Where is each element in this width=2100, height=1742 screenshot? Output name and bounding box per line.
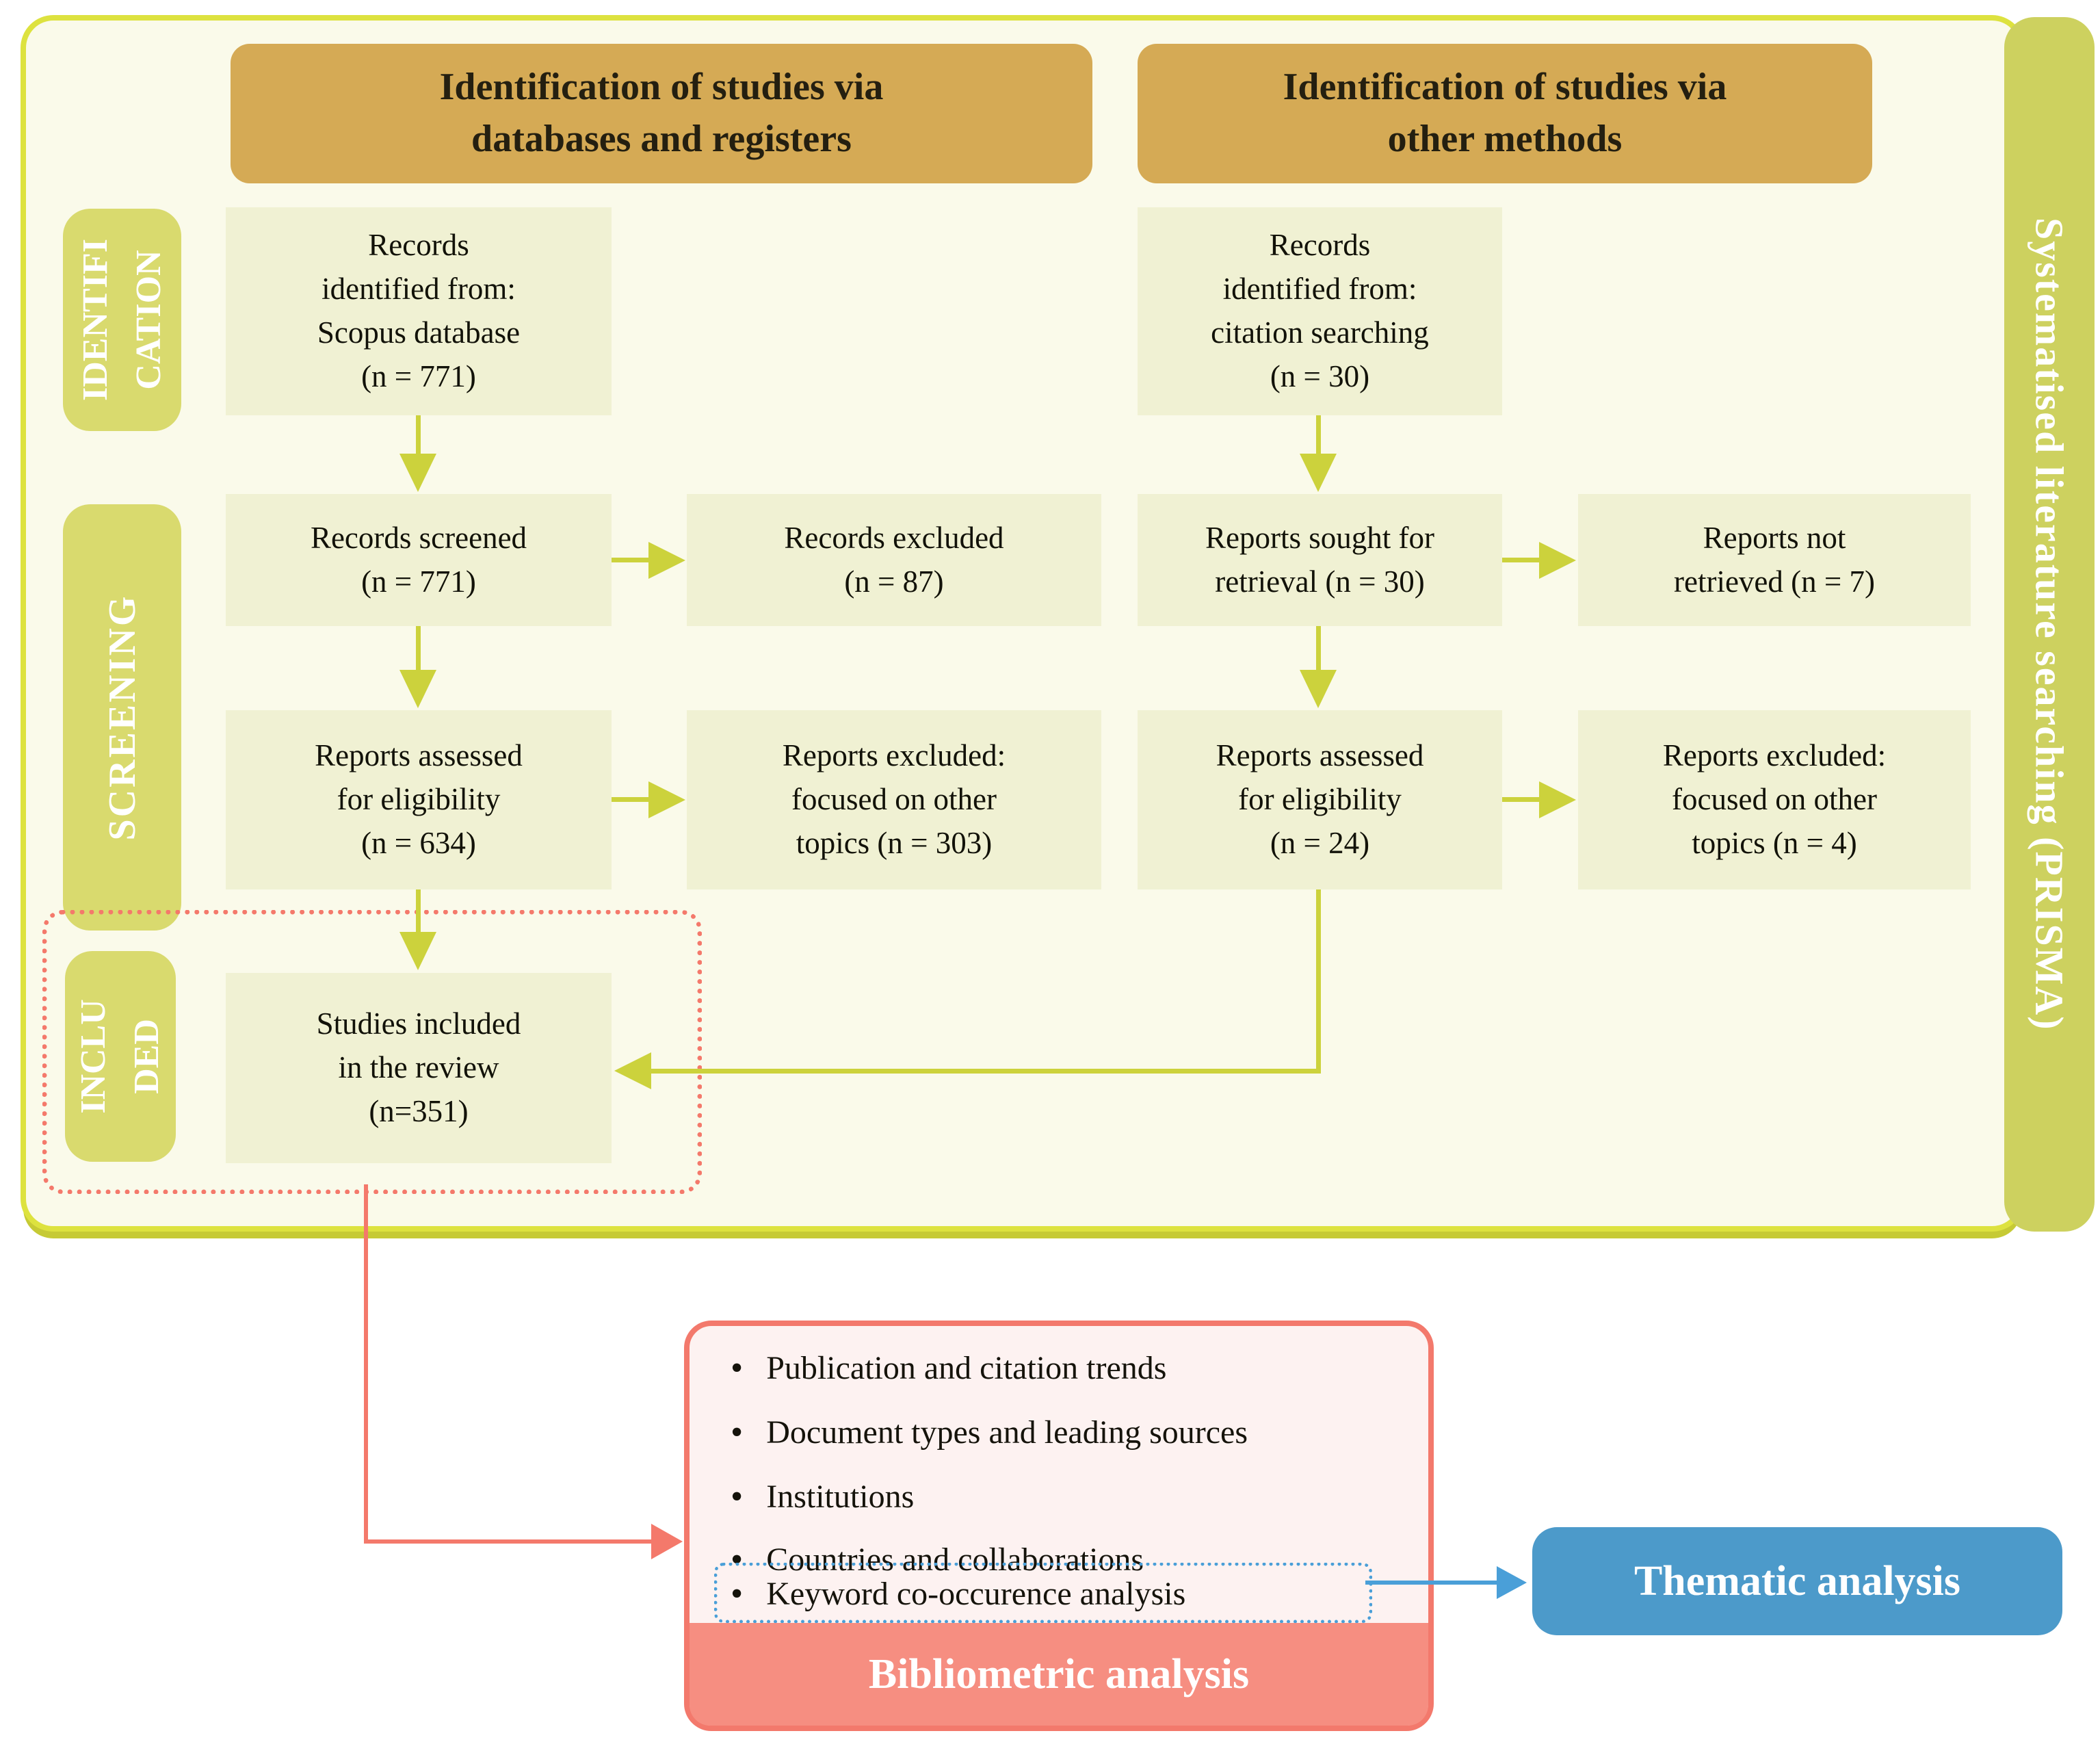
stage-label-identification-text: IDENTIFI CATION xyxy=(75,239,168,401)
arrow-citation-to-sought-line xyxy=(1316,415,1321,455)
keyword-dotted-outline xyxy=(714,1563,1372,1623)
connector-included-to-bibliometric-head xyxy=(651,1524,683,1559)
elbow-other-to-included-head xyxy=(614,1052,651,1089)
stage-label-identification: IDENTIFI CATION xyxy=(63,209,181,431)
box-records-screened: Records screened (n = 771) xyxy=(226,494,612,626)
header-databases-registers: Identification of studies via databases … xyxy=(231,44,1092,183)
arrow-assessed-to-excluded-other-line xyxy=(1502,797,1540,802)
box-reports-assessed-other: Reports assessed for eligibility (n = 24… xyxy=(1138,710,1502,889)
bullet-document-types: Document types and leading sources xyxy=(731,1408,1248,1456)
arrow-assessed-to-excluded-db-line xyxy=(612,797,650,802)
connector-included-to-bibliometric-horizontal xyxy=(364,1539,654,1544)
box-studies-included: Studies included in the review (n=351) xyxy=(226,973,612,1163)
arrow-screened-to-assessed-line xyxy=(416,626,421,671)
arrow-assessed-to-included-head xyxy=(399,932,436,970)
stage-label-screening-text: SCREENING xyxy=(101,594,144,841)
arrow-sought-to-not-retrieved-line xyxy=(1502,558,1540,562)
bullet-publication-trends: Publication and citation trends xyxy=(731,1344,1166,1392)
connector-included-to-bibliometric-vertical xyxy=(364,1184,368,1542)
prisma-banner: Systematised literature searching (PRISM… xyxy=(2004,17,2095,1232)
thematic-analysis-box: Thematic analysis xyxy=(1532,1527,2062,1635)
bibliometric-panel: Publication and citation trends Document… xyxy=(684,1321,1434,1731)
arrow-sought-to-not-retrieved-head xyxy=(1539,542,1576,579)
arrow-screened-to-assessed-head xyxy=(399,670,436,708)
arrow-keyword-to-thematic-line xyxy=(1365,1581,1499,1585)
box-records-identified-citation: Records identified from: citation search… xyxy=(1138,207,1502,415)
included-dotted-outline xyxy=(42,910,702,1194)
stage-label-included: INCLU DED xyxy=(65,951,176,1162)
arrow-identified-to-screened-line xyxy=(416,415,421,455)
bullet-institutions: Institutions xyxy=(731,1472,914,1520)
arrow-identified-to-screened-head xyxy=(399,454,436,492)
arrow-keyword-to-thematic-head xyxy=(1497,1566,1527,1599)
arrow-assessed-to-included-line xyxy=(416,889,421,933)
elbow-other-to-included-horizontal xyxy=(651,1069,1321,1074)
arrow-screened-to-excluded-head xyxy=(648,542,685,579)
box-records-identified-scopus: Records identified from: Scopus database… xyxy=(226,207,612,415)
box-reports-not-retrieved: Reports not retrieved (n = 7) xyxy=(1578,494,1971,626)
elbow-other-to-included-vertical xyxy=(1316,889,1321,1071)
header-other-methods: Identification of studies via other meth… xyxy=(1138,44,1872,183)
box-reports-assessed-db: Reports assessed for eligibility (n = 63… xyxy=(226,710,612,889)
arrow-assessed-to-excluded-other-head xyxy=(1539,781,1576,818)
prisma-banner-text: Systematised literature searching (PRISM… xyxy=(2027,218,2072,1031)
bullet-keyword-cooccurence: Keyword co-occurence analysis xyxy=(731,1570,1185,1617)
box-records-excluded: Records excluded (n = 87) xyxy=(687,494,1101,626)
arrow-assessed-to-excluded-db-head xyxy=(648,781,685,818)
box-reports-excluded-other: Reports excluded: focused on other topic… xyxy=(1578,710,1971,889)
arrow-sought-to-assessed-head xyxy=(1300,670,1337,708)
arrow-screened-to-excluded-line xyxy=(612,558,650,562)
arrow-citation-to-sought-head xyxy=(1300,454,1337,492)
bibliometric-bar: Bibliometric analysis xyxy=(690,1623,1428,1726)
box-reports-sought: Reports sought for retrieval (n = 30) xyxy=(1138,494,1502,626)
stage-label-screening: SCREENING xyxy=(63,504,181,931)
box-reports-excluded-db: Reports excluded: focused on other topic… xyxy=(687,710,1101,889)
arrow-sought-to-assessed-line xyxy=(1316,626,1321,671)
